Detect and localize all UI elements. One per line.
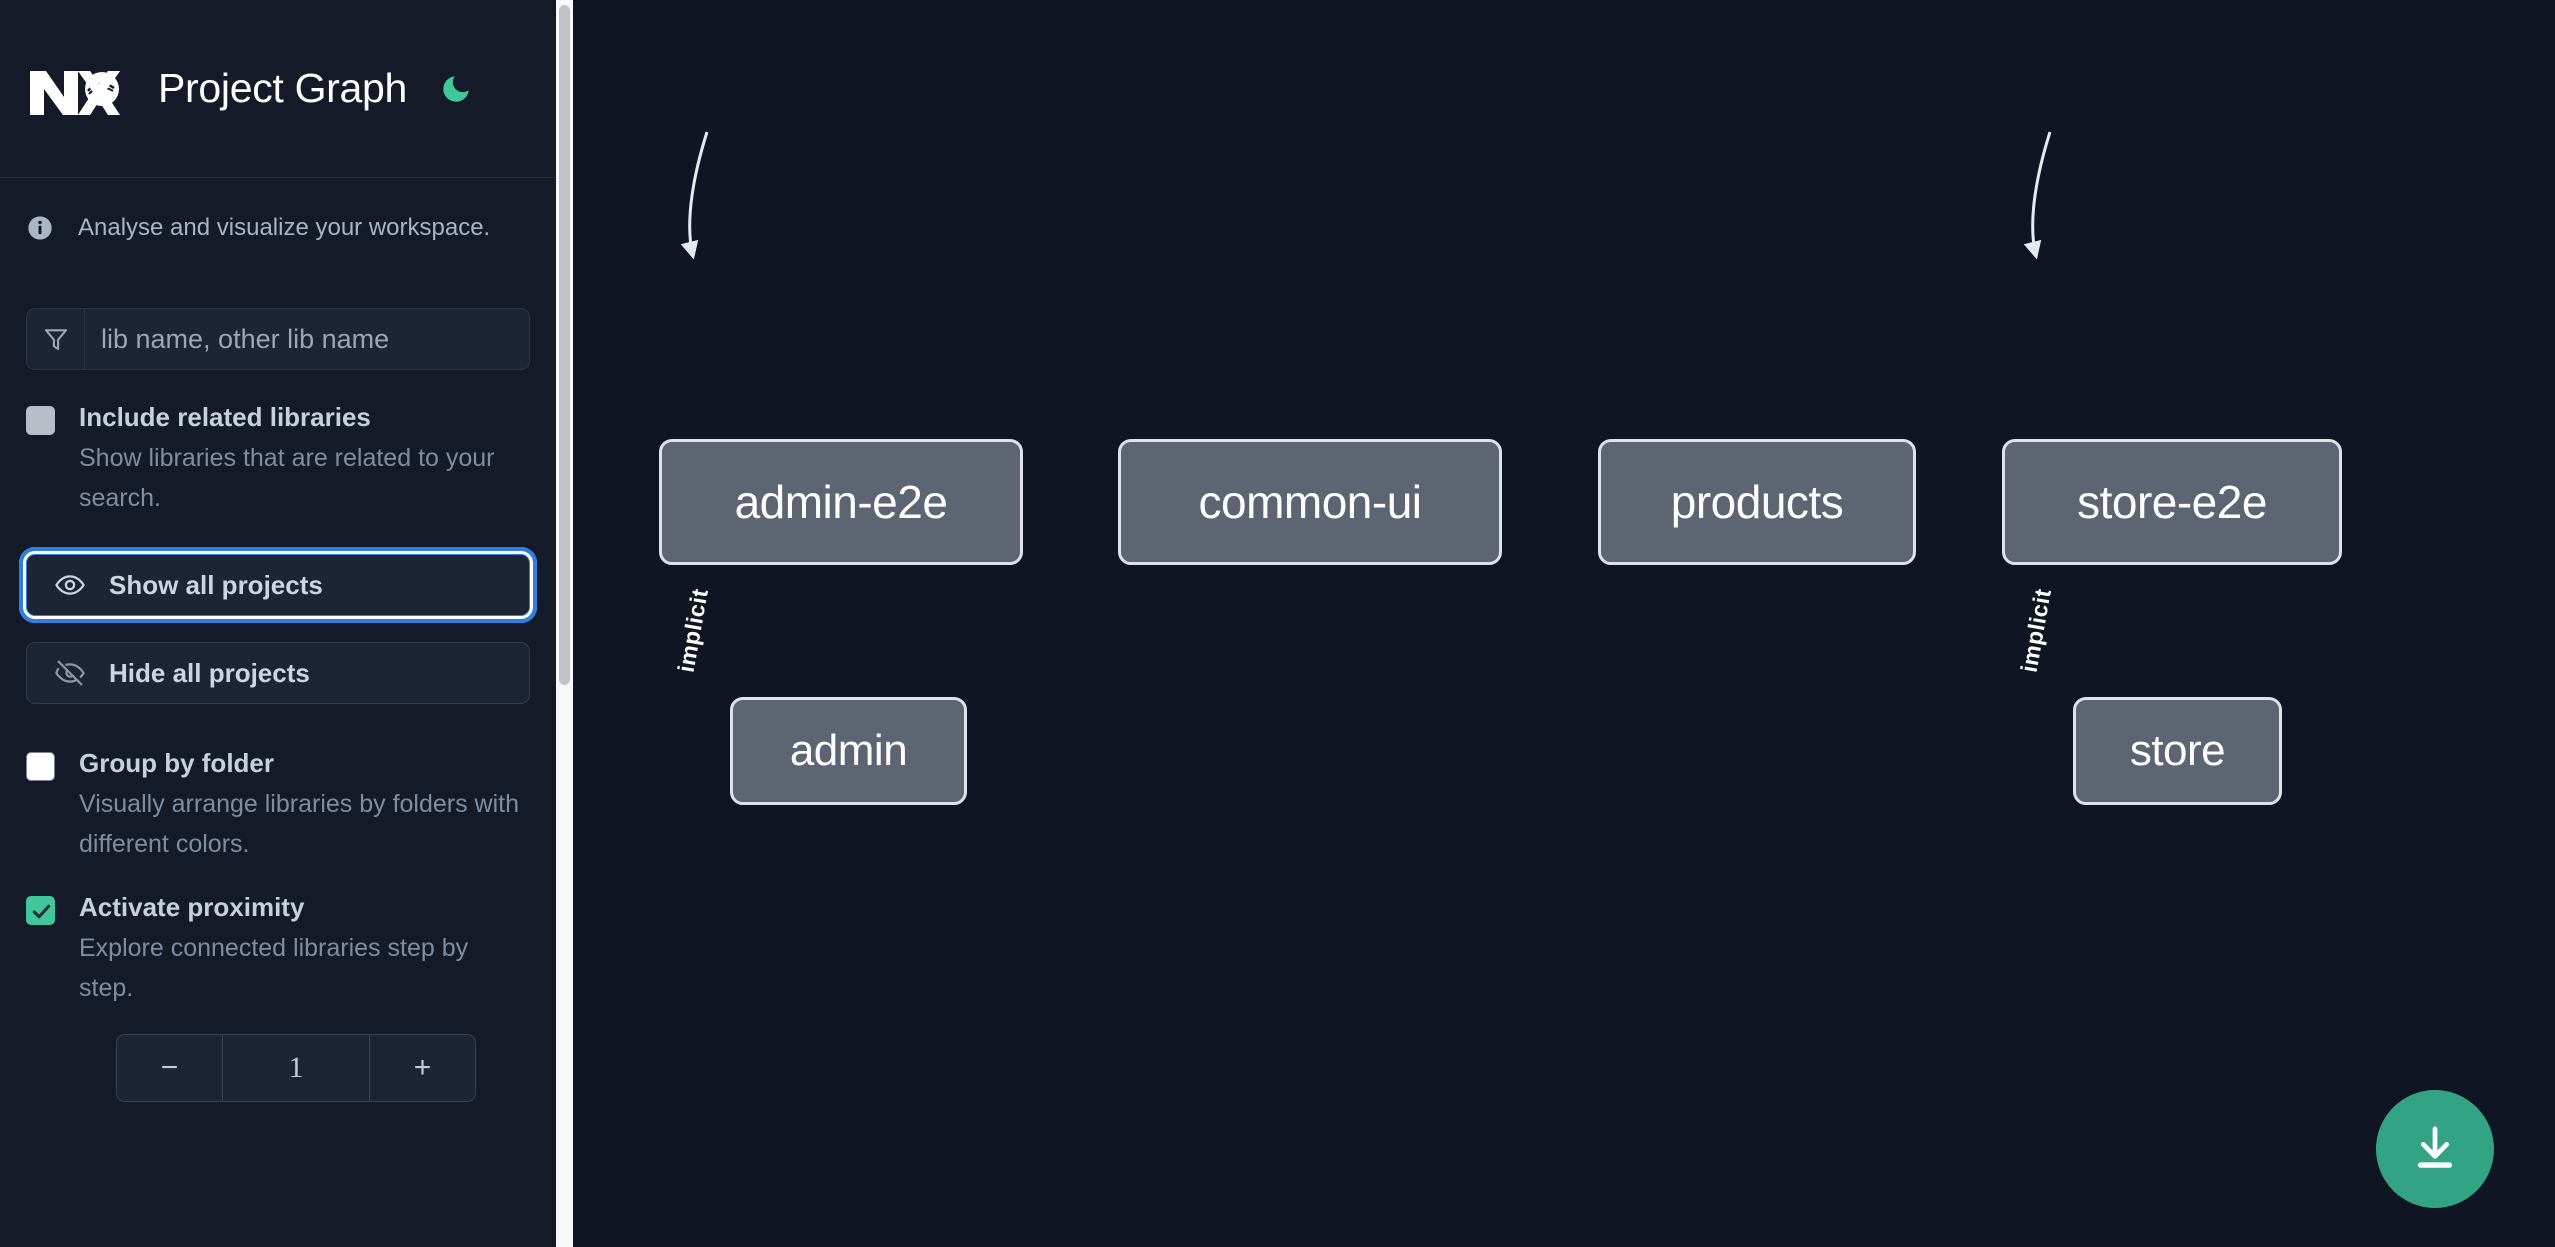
graph-node-label: products: [1670, 476, 1844, 528]
sidebar-header: Project Graph: [0, 0, 556, 178]
proximity-decrement-button[interactable]: −: [117, 1035, 223, 1101]
edge-admin-e2e-admin: [680, 131, 709, 260]
graph-node-label: admin-e2e: [734, 476, 948, 528]
graph-edges: [680, 131, 2052, 260]
proximity-value: 1: [288, 1051, 304, 1084]
proximity-stepper: − 1 +: [116, 1034, 476, 1102]
edge-label-store-implicit: implicit: [2015, 586, 2056, 675]
graph-node-products[interactable]: products: [1598, 439, 1916, 565]
option-title: Activate proximity: [79, 892, 305, 922]
graph-node-label: admin: [789, 726, 908, 775]
filter-funnel-icon: [27, 309, 85, 369]
hide-all-projects-label: Hide all projects: [109, 657, 310, 688]
checkbox-group-by-folder[interactable]: [26, 752, 55, 781]
nx-logo-icon: [26, 61, 124, 117]
search-box[interactable]: [26, 308, 530, 370]
graph-node-store[interactable]: store: [2073, 697, 2282, 805]
graph-node-admin[interactable]: admin: [730, 697, 967, 805]
edge-label-admin-implicit: implicit: [672, 586, 713, 675]
moon-icon[interactable]: [435, 68, 477, 110]
download-icon: [2408, 1121, 2462, 1178]
proximity-stepper-wrap: − 1 +: [0, 1008, 556, 1102]
option-group-by-folder: Group by folder Visually arrange librari…: [0, 704, 556, 864]
eye-off-icon: [53, 656, 87, 690]
option-description: Visually arrange libraries by folders wi…: [79, 790, 520, 858]
sidebar-scrollbar[interactable]: [556, 0, 573, 1247]
show-all-projects-label: Show all projects: [109, 569, 323, 600]
workspace-info-text: Analyse and visualize your workspace.: [78, 214, 491, 241]
checkbox-include-related-libraries[interactable]: [26, 406, 55, 435]
download-image-button[interactable]: [2376, 1090, 2494, 1208]
edge-store-e2e-store: [2023, 131, 2052, 260]
workspace-info: Analyse and visualize your workspace.: [0, 178, 556, 248]
option-description: Explore connected libraries step by step…: [79, 934, 469, 1002]
graph-canvas[interactable]: admin-e2e common-ui products store-e2e a…: [556, 0, 2555, 1247]
sidebar-scrollbar-thumb[interactable]: [559, 5, 570, 685]
graph-node-admin-e2e[interactable]: admin-e2e: [659, 439, 1023, 565]
show-all-projects-button[interactable]: Show all projects: [19, 547, 537, 623]
search-input[interactable]: [85, 309, 529, 369]
graph-node-label: store-e2e: [2077, 476, 2267, 528]
option-title: Include related libraries: [79, 402, 371, 432]
proximity-increment-button[interactable]: +: [369, 1035, 475, 1101]
checkbox-activate-proximity[interactable]: [26, 896, 55, 925]
graph-node-label: store: [2129, 726, 2226, 775]
info-circle-icon: [26, 214, 54, 242]
eye-icon: [53, 568, 87, 602]
graph-node-label: common-ui: [1198, 476, 1422, 528]
graph-node-store-e2e[interactable]: store-e2e: [2002, 439, 2342, 565]
search-section: [0, 248, 556, 370]
graph-node-common-ui[interactable]: common-ui: [1118, 439, 1502, 565]
option-include-related-libraries: Include related libraries Show libraries…: [0, 370, 556, 518]
project-visibility-buttons: Show all projects Hide all projects: [0, 518, 556, 704]
sidebar: Project Graph Analyse and visualize yo: [0, 0, 556, 1247]
page-title: Project Graph: [158, 65, 408, 111]
hide-all-projects-button[interactable]: Hide all projects: [26, 642, 530, 704]
option-title: Group by folder: [79, 748, 274, 778]
option-activate-proximity: Activate proximity Explore connected lib…: [0, 864, 556, 1008]
option-description: Show libraries that are related to your …: [79, 444, 495, 512]
